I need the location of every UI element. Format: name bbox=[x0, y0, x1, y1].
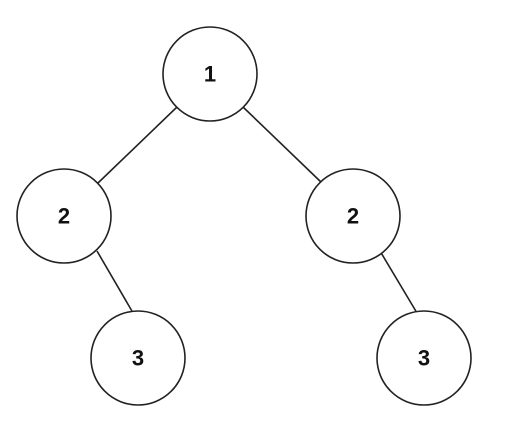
tree-node-left: 2 bbox=[16, 168, 112, 264]
node-circle bbox=[16, 168, 112, 264]
node-circle bbox=[162, 26, 258, 122]
node-label: 2 bbox=[58, 204, 70, 229]
tree-node-left-right: 3 bbox=[90, 310, 186, 406]
node-circle bbox=[305, 168, 401, 264]
edge-n3-n5 bbox=[379, 250, 421, 319]
node-label: 2 bbox=[347, 204, 359, 229]
tree-node-right-right: 3 bbox=[376, 310, 472, 406]
tree-node-right: 2 bbox=[305, 168, 401, 264]
node-circle bbox=[90, 310, 186, 406]
node-label: 3 bbox=[132, 346, 144, 371]
edge-n1-n3 bbox=[242, 106, 323, 184]
node-circle bbox=[376, 310, 472, 406]
edge-n1-n2 bbox=[97, 106, 178, 184]
edge-n2-n4 bbox=[96, 250, 137, 319]
node-label: 1 bbox=[204, 62, 216, 87]
node-label: 3 bbox=[418, 346, 430, 371]
tree-node-root: 1 bbox=[162, 26, 258, 122]
